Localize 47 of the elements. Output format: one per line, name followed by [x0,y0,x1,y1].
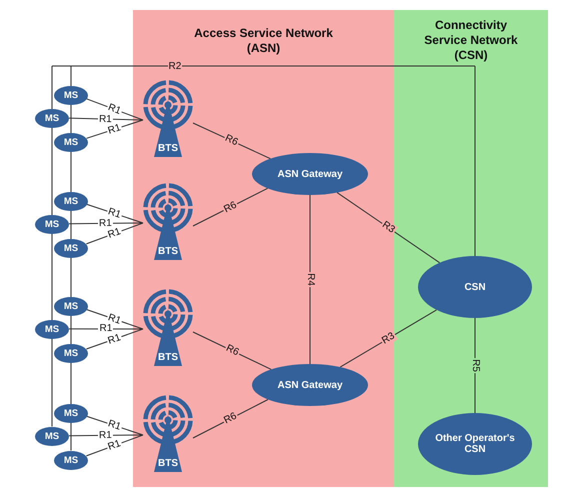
edge-label: R1 [98,430,114,441]
network-area-band [133,10,394,487]
connector-line [86,222,144,244]
connector-line [86,98,144,120]
connector-line [68,118,144,120]
device-ellipse: MS [54,450,88,470]
node-label: BTS [157,143,179,154]
network-node-ellipse: ASN Gateway [252,364,368,406]
device-ellipse: MS [54,404,88,422]
device-ellipse: MS [54,132,88,152]
device-ellipse: MS [54,344,88,362]
network-node-ellipse: Other Operator's CSN [418,413,532,475]
connector-line [86,434,144,456]
device-ellipse: MS [54,238,88,258]
edge-label: R1 [98,113,114,125]
connector-line [336,192,440,264]
device-ellipse: MS [35,108,69,128]
connector-line [86,120,144,139]
connector-line [192,122,271,160]
connector-line [340,309,437,368]
device-ellipse: MS [54,86,88,104]
connector-line [192,332,272,370]
connector-line [192,399,268,438]
edge-label: R1 [98,218,114,229]
connector-line [68,434,144,436]
network-area-band [394,10,548,487]
device-ellipse: MS [54,296,88,316]
connector-line [68,222,144,224]
connector-line [68,328,144,330]
node-label: BTS [157,458,179,469]
node-label: BTS [157,246,179,257]
edge-label: R1 [106,331,124,347]
area-title: Connectivity Service Network (CSN) [423,18,519,63]
area-title: Access Service Network (ASN) [193,26,334,56]
connector-line [86,328,144,350]
node-label: BTS [157,352,179,363]
connector-line [86,204,144,224]
edge-label: R1 [106,122,124,137]
device-ellipse: MS [54,192,88,210]
device-ellipse: MS [35,426,69,446]
network-node-ellipse: CSN [418,256,532,318]
device-ellipse: MS [35,214,69,234]
device-ellipse: MS [35,320,69,338]
connector-line [86,416,144,436]
connector-line [192,188,268,226]
connector-line [474,318,476,414]
network-node-ellipse: ASN Gateway [252,153,368,195]
